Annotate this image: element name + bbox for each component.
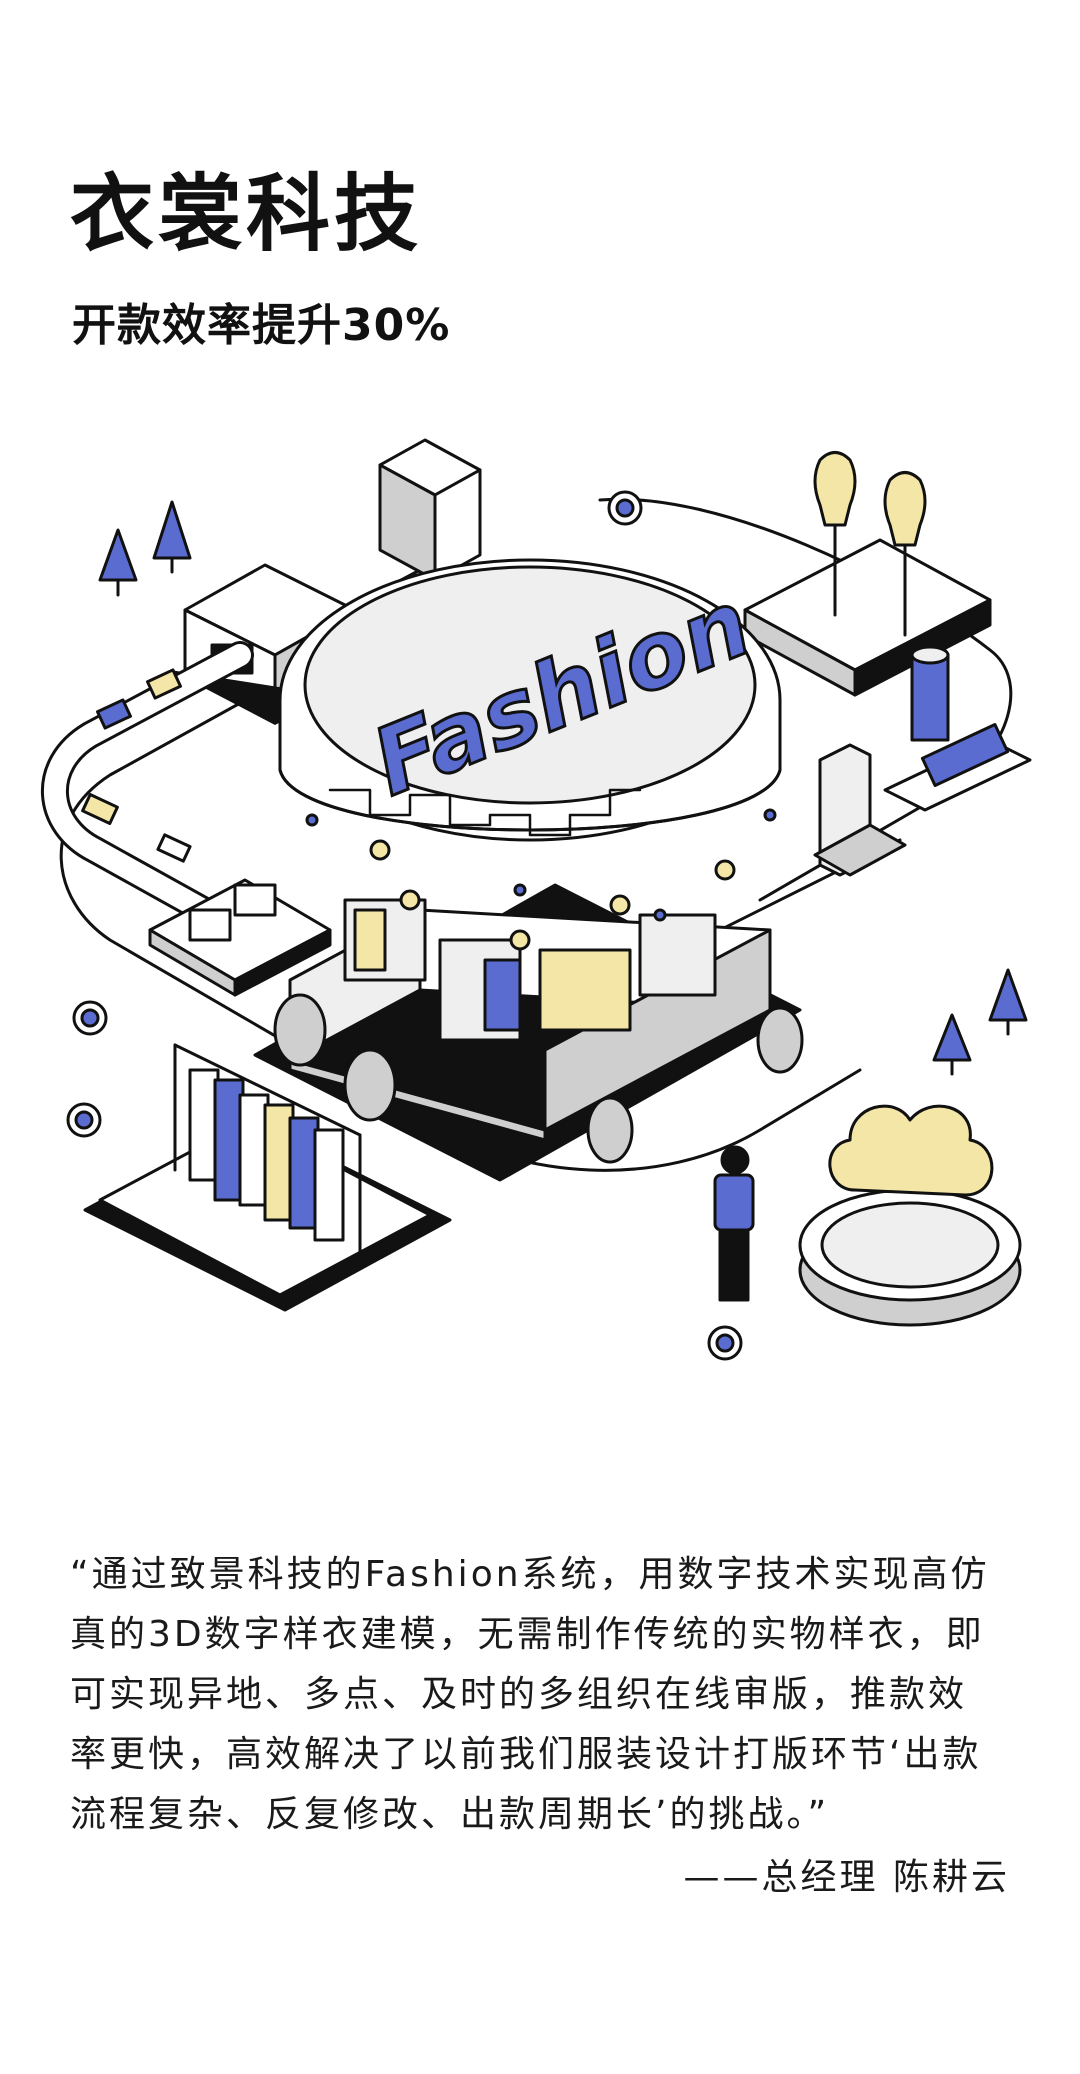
conveyor-belt [41, 641, 254, 939]
tree-icon [98, 500, 1028, 1076]
quote-attribution: ——总经理 陈耕云 [683, 1857, 1010, 1898]
person-icon [713, 1145, 755, 1302]
quote-line: 流程复杂、反复修改、出款周期长’的挑战。” [70, 1794, 830, 1835]
fashion-system-illustration: Fashion [41, 438, 1032, 1361]
chair-icon [273, 993, 804, 1164]
quote-line: 真的3D数字样衣建模，无需制作传统的实物样衣，即 [70, 1614, 985, 1655]
quote-line: “通过致景科技的Fashion系统，用数字技术实现高仿 [70, 1554, 990, 1595]
testimonial-quote: “通过致景科技的Fashion系统，用数字技术实现高仿 真的3D数字样衣建模，无… [70, 1545, 1030, 1845]
mannequin-icon [813, 451, 857, 527]
loop-node-1 [607, 490, 643, 526]
fashion-drum [278, 558, 782, 951]
cloud-storage [798, 1104, 1022, 1327]
clothes-rack [83, 1043, 452, 1312]
loop-node-4 [707, 1325, 743, 1361]
page-title: 衣裳科技 [70, 165, 423, 263]
quote-line: 率更快，高效解决了以前我们服装设计打版环节‘出款 [70, 1734, 982, 1775]
mannequin-icon [883, 471, 927, 547]
cloud-icon [828, 1104, 994, 1197]
mannequin-platform [743, 451, 992, 697]
loop-node-2 [72, 1000, 108, 1036]
loop-node-3 [66, 1102, 102, 1138]
fabric-rolls [813, 645, 1032, 877]
quote-line: 可实现异地、多点、及时的多组织在线审版，推款效 [70, 1674, 968, 1715]
folded-clothes-tray [148, 878, 332, 997]
page-subtitle: 开款效率提升30% [72, 300, 451, 351]
